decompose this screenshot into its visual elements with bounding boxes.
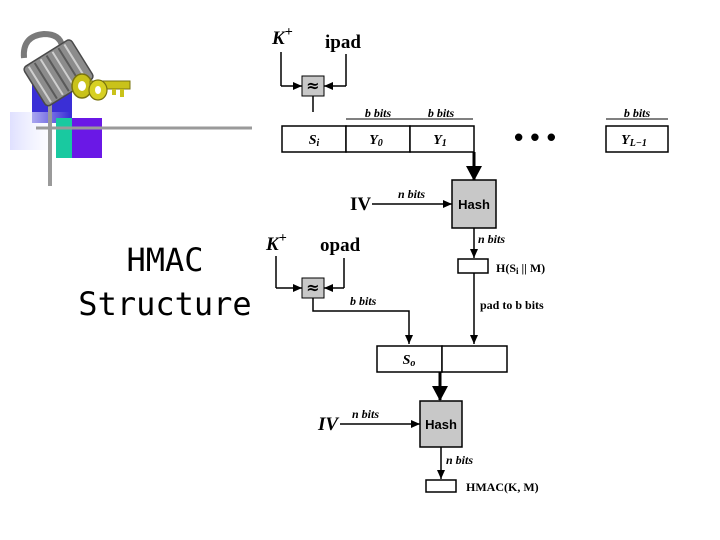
outer-iv-label: IV bbox=[317, 414, 339, 435]
block-ellipsis: • • • bbox=[514, 122, 556, 152]
block-yl bbox=[605, 125, 669, 153]
inner-hash-result-label: H(Si || M) bbox=[496, 261, 545, 276]
opad-xor-to-so bbox=[312, 298, 413, 344]
block-so-label: So bbox=[403, 353, 416, 369]
bottom-key-label: K+ bbox=[265, 231, 287, 255]
outer-iv-n-bits: n bits bbox=[352, 407, 379, 421]
b-bits-label-y0: b bits bbox=[365, 106, 392, 120]
inner-iv-n-bits: n bits bbox=[398, 187, 425, 201]
top-key-label: K+ bbox=[271, 25, 293, 49]
key-icon bbox=[71, 73, 131, 101]
b-bits-label-y1: b bits bbox=[428, 106, 455, 120]
block-y0-label: Y0 bbox=[369, 133, 383, 149]
hmac-result-box bbox=[425, 479, 457, 493]
inner-hash-box bbox=[451, 179, 497, 229]
inner-iv-label: IV bbox=[350, 194, 371, 215]
ipad-xor-symbol: ≈ bbox=[306, 76, 319, 95]
pad-label: pad to b bits bbox=[480, 298, 544, 312]
block-si-label: Si bbox=[309, 133, 320, 149]
outer-hash-n-bits: n bits bbox=[446, 453, 473, 467]
opad-label: opad bbox=[320, 235, 361, 256]
inner-hash-n-bits: n bits bbox=[478, 232, 505, 246]
slide-title-line1: HMAC bbox=[126, 241, 204, 279]
outer-hash-label: Hash bbox=[425, 417, 457, 432]
block-so bbox=[376, 345, 443, 373]
block-padded-hash bbox=[441, 345, 508, 373]
inner-hash-result-box bbox=[457, 258, 489, 274]
deco-purple-square bbox=[72, 118, 102, 158]
opad-b-bits: b bits bbox=[350, 294, 377, 308]
b-bits-label-yl: b bits bbox=[624, 106, 651, 120]
slide-title: HMAC Structure bbox=[60, 238, 270, 326]
opad-xor-symbol: ≈ bbox=[306, 278, 319, 297]
inner-hash-label: Hash bbox=[458, 197, 490, 212]
block-y1-label: Y1 bbox=[433, 133, 447, 149]
outer-hash-box bbox=[419, 400, 463, 448]
block-yl-label: YL−1 bbox=[621, 133, 647, 149]
lock-key-graphic bbox=[10, 30, 252, 186]
block-y1 bbox=[409, 125, 475, 153]
ipad-label: ipad bbox=[325, 32, 361, 53]
hmac-result-label: HMAC(K, M) bbox=[466, 480, 539, 494]
block-si bbox=[281, 125, 347, 153]
slide-title-line2: Structure bbox=[78, 285, 252, 323]
